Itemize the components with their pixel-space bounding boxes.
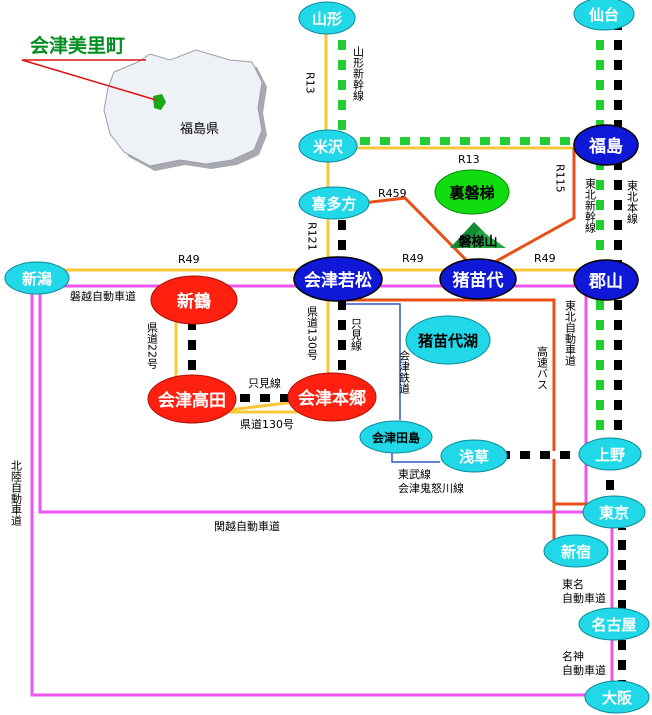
r121-label: R121 — [306, 222, 319, 251]
node-sendai-label: 仙台 — [589, 6, 619, 24]
node-fukushima[interactable]: 福島 — [573, 124, 639, 166]
aizu-railway-label: 会津鉄道 — [398, 350, 411, 394]
node-niigata-label: 新潟 — [22, 270, 52, 288]
tomei-expressway-label-1: 東名 — [562, 577, 584, 591]
tokyo-osaka-line — [618, 528, 626, 684]
node-shintsuru-label: 新鶴 — [177, 291, 211, 312]
node-aizutakada-label: 会津高田 — [158, 390, 226, 411]
aizu-railway-line — [346, 303, 401, 420]
r115-line — [483, 148, 576, 270]
node-osaka-label: 大阪 — [602, 689, 633, 707]
stations: 山形 仙台 米沢 福島 喜多方 裏磐梯 磐梯山 新潟 新鶴 — [4, 0, 650, 714]
node-fukushima-label: 福島 — [588, 136, 623, 157]
node-yamagata-label: 山形 — [312, 10, 342, 28]
node-shinjuku-label: 新宿 — [561, 543, 591, 561]
r49-mid-label: R49 — [402, 252, 424, 265]
kanetsu-expressway-line — [38, 286, 608, 514]
node-inawashiroko[interactable]: 猪苗代湖 — [405, 315, 491, 365]
aizukinugawa-line-label: 会津鬼怒川線 — [398, 481, 464, 495]
pref22-label: 県道22号 — [146, 322, 159, 370]
node-urabandai[interactable]: 裏磐梯 — [434, 169, 510, 215]
prefecture-inset: 会津美里町 福島県 — [21, 34, 267, 171]
node-nagoya-label: 名古屋 — [591, 616, 636, 634]
r13-label: R13 — [458, 153, 480, 166]
tohoku-line-label: 東北本線 — [626, 180, 639, 224]
node-yonezawa-label: 米沢 — [313, 138, 344, 156]
prefecture-shape — [103, 49, 263, 167]
r49-west-label: R49 — [178, 253, 200, 266]
expressways — [30, 284, 614, 697]
node-sendai[interactable]: 仙台 — [573, 0, 635, 31]
mountain-icon — [450, 222, 506, 248]
tadami-line-horizontal — [230, 394, 300, 402]
node-urabandai-label: 裏磐梯 — [448, 184, 494, 202]
node-osaka[interactable]: 大阪 — [584, 680, 650, 714]
tobu-line-label: 東武線 — [398, 467, 431, 481]
meishin-expressway-label-2: 自動車道 — [562, 663, 606, 677]
node-nagoya[interactable]: 名古屋 — [578, 607, 650, 641]
r13-vertical-label: R13 — [304, 72, 317, 94]
yamagata-shinkansen-line — [338, 30, 346, 142]
node-aizutakada[interactable]: 会津高田 — [147, 374, 237, 424]
tadami-line-vertical — [338, 290, 346, 370]
highway-bus-line — [338, 298, 556, 552]
banetsu-west-line — [338, 196, 346, 270]
tadami-line-right-label: 只見線 — [350, 318, 363, 351]
hokuriku-expressway-line — [30, 286, 614, 697]
tomei-expressway-label-2: 自動車道 — [562, 591, 606, 605]
ueno-tokyo-line — [606, 460, 614, 498]
node-asakusa[interactable]: 浅草 — [440, 439, 508, 473]
node-aizuwakamatsu[interactable]: 会津若松 — [293, 256, 383, 302]
node-tokyo-label: 東京 — [599, 504, 629, 522]
node-aizutajima-label: 会津田島 — [372, 430, 420, 445]
r459-label: R459 — [378, 187, 407, 200]
r49-east-label: R49 — [534, 252, 556, 265]
railways — [188, 18, 626, 684]
node-asakusa-label: 浅草 — [459, 448, 489, 466]
yonezawa-fukushima-line — [356, 137, 594, 145]
town-marker — [153, 94, 166, 110]
bandaisan-label: 磐梯山 — [458, 234, 497, 250]
node-inawashiro-label: 猪苗代 — [453, 270, 504, 291]
node-yamagata[interactable]: 山形 — [298, 1, 356, 35]
tohoku-shinkansen-label: 東北新幹線 — [584, 178, 597, 233]
kanetsu-expressway-label: 関越自動車道 — [214, 519, 280, 533]
tohoku-expressway-label: 東北自動車道 — [564, 300, 577, 366]
node-aizutajima[interactable]: 会津田島 — [359, 420, 433, 454]
shintsuru-takada-line — [188, 318, 196, 378]
node-ueno[interactable]: 上野 — [578, 437, 642, 471]
tadami-line-mid-label: 只見線 — [248, 376, 281, 390]
node-kitakata[interactable]: 喜多方 — [298, 186, 370, 220]
tobu-line — [490, 451, 600, 459]
banetsu-expressway-label: 磐越自動車道 — [70, 289, 136, 303]
node-shinjuku[interactable]: 新宿 — [543, 534, 609, 568]
pref130-vertical-label: 県道130号 — [306, 306, 319, 361]
node-shintsuru[interactable]: 新鶴 — [150, 275, 238, 325]
node-aizuwakamatsu-label: 会津若松 — [304, 270, 372, 291]
node-inawashiro[interactable]: 猪苗代 — [439, 258, 517, 300]
node-aizuhongo-label: 会津本郷 — [298, 388, 366, 409]
node-kitakata-label: 喜多方 — [311, 195, 356, 213]
pref130-bottom-label: 県道130号 — [240, 417, 294, 431]
tohoku-main-line — [614, 18, 622, 458]
node-niigata[interactable]: 新潟 — [4, 261, 70, 295]
pointer-line — [21, 59, 157, 101]
r115-label: R115 — [554, 164, 567, 193]
prefecture-label: 福島県 — [180, 122, 219, 137]
node-inawashiroko-label: 猪苗代湖 — [417, 332, 478, 350]
meishin-expressway-label-1: 名神 — [562, 649, 584, 663]
route-labels: R13 山形新幹線 R13 R115 東北新幹線 東北本線 R459 R121 … — [10, 46, 639, 677]
node-aizuhongo[interactable]: 会津本郷 — [287, 372, 377, 422]
node-yonezawa[interactable]: 米沢 — [298, 129, 358, 163]
node-tokyo[interactable]: 東京 — [582, 495, 646, 529]
map-title: 会津美里町 — [30, 34, 125, 57]
tohoku-shinkansen-line — [596, 18, 604, 458]
node-koriyama[interactable]: 郡山 — [573, 259, 639, 301]
hokuriku-expressway-label: 北陸自動車道 — [10, 460, 23, 526]
yamagata-shinkansen-label: 山形新幹線 — [352, 46, 365, 101]
highway-bus-label: 高速バス — [536, 345, 549, 390]
node-ueno-label: 上野 — [595, 446, 625, 464]
node-koriyama-label: 郡山 — [588, 272, 623, 292]
